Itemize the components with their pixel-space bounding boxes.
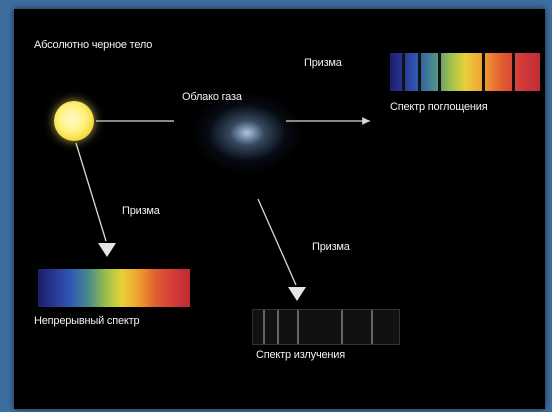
gas-cloud-label: Облако газа <box>182 91 242 103</box>
continuous-spectrum-bar <box>38 269 190 307</box>
emission-line <box>297 310 299 344</box>
prism-right-label: Призма <box>312 241 350 253</box>
continuous-spectrum-label: Непрерывный спектр <box>34 315 140 327</box>
arrow-layer <box>75 117 370 301</box>
ray-to-left-prism <box>75 142 107 242</box>
blackbody-source <box>54 101 94 141</box>
absorption-spectrum-bar <box>390 53 540 91</box>
prism-left-shape <box>98 243 116 257</box>
blackbody-label: Абсолютно черное тело <box>34 39 153 51</box>
diagram-slide: Абсолютно черное тело Облако газа Призма… <box>14 9 545 409</box>
absorption-spectrum-label: Спектр поглощения <box>390 101 488 113</box>
absorption-line <box>482 53 485 91</box>
emission-line <box>277 310 279 344</box>
absorption-line <box>512 53 515 91</box>
prism-top-label: Призма <box>304 57 342 69</box>
prism-right-shape <box>288 287 306 301</box>
emission-spectrum-label: Спектр излучения <box>256 349 345 361</box>
absorption-line <box>418 53 421 91</box>
absorption-line <box>438 53 441 91</box>
emission-line <box>263 310 265 344</box>
gas-cloud <box>192 93 302 173</box>
prism-left-label: Призма <box>122 205 160 217</box>
emission-line <box>341 310 343 344</box>
emission-line <box>371 310 373 344</box>
emission-spectrum-bar <box>252 309 400 345</box>
absorption-line <box>402 53 405 91</box>
ray-to-right-prism <box>257 198 297 286</box>
